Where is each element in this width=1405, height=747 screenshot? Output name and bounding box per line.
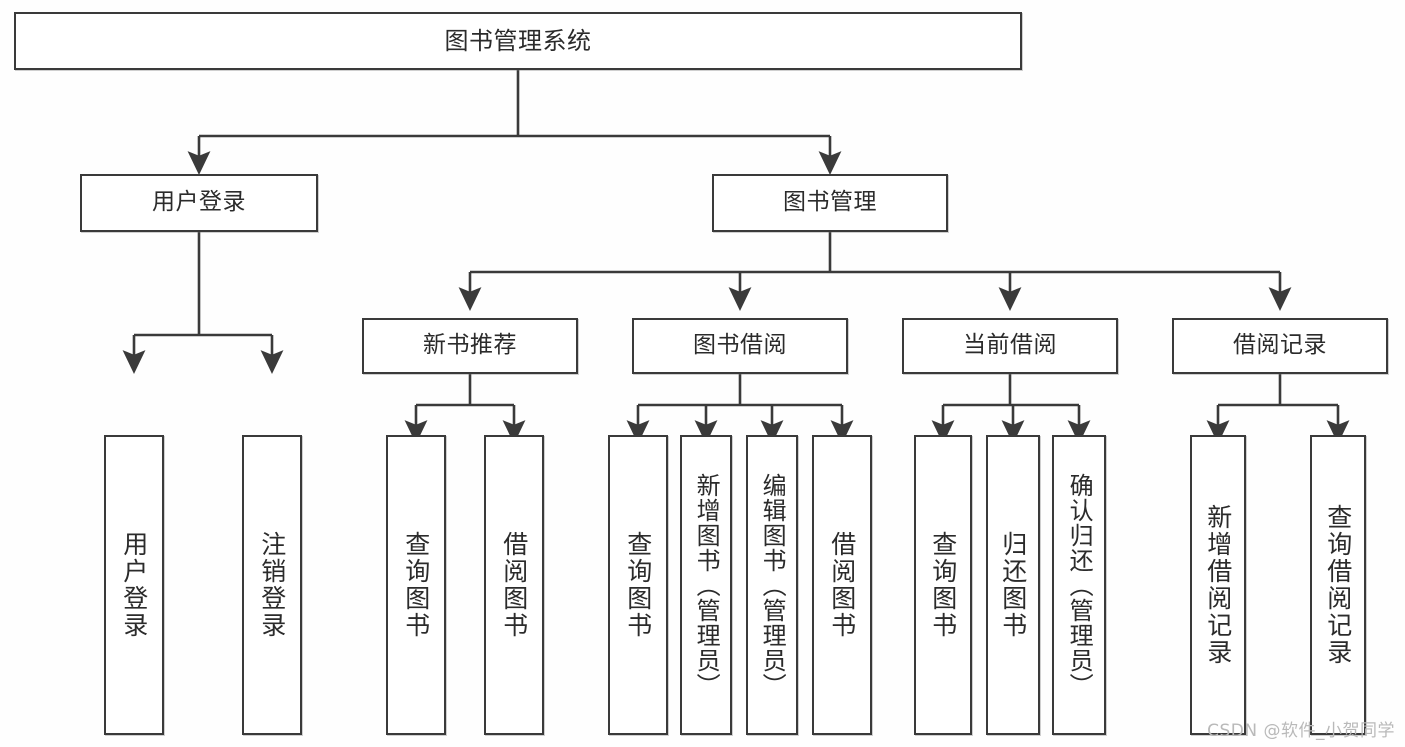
node-label: 确认归还（管理员） xyxy=(1065,472,1094,698)
node-label: 图书借阅 xyxy=(693,332,787,359)
node-label: 当前借阅 xyxy=(963,332,1057,359)
node-leaf-add-book-admin[interactable]: 新增图书（管理员） xyxy=(680,435,732,735)
node-leaf-return-book[interactable]: 归还图书 xyxy=(986,435,1040,735)
node-leaf-confirm-return-admin[interactable]: 确认归还（管理员） xyxy=(1052,435,1106,735)
node-label: 借阅图书 xyxy=(827,531,857,639)
node-label: 图书管理 xyxy=(783,189,877,216)
watermark-text: CSDN @软件_小贺同学 xyxy=(1207,721,1395,741)
node-label: 查询图书 xyxy=(928,531,958,639)
node-leaf-borrow-book[interactable]: 借阅图书 xyxy=(812,435,872,735)
node-leaf-edit-book-admin[interactable]: 编辑图书（管理员） xyxy=(746,435,798,735)
node-book-borrow[interactable]: 图书借阅 xyxy=(632,318,848,374)
node-user-login[interactable]: 用户登录 xyxy=(80,174,318,232)
node-label: 查询图书 xyxy=(401,531,431,639)
node-leaf-user-login[interactable]: 用户登录 xyxy=(104,435,164,735)
node-label: 归还图书 xyxy=(998,531,1028,639)
node-leaf-query-book-current[interactable]: 查询图书 xyxy=(914,435,972,735)
node-label: 图书管理系统 xyxy=(444,26,592,55)
node-label: 新增图书（管理员） xyxy=(692,472,721,698)
node-label: 查询借阅记录 xyxy=(1323,504,1353,666)
node-leaf-query-borrow-record[interactable]: 查询借阅记录 xyxy=(1310,435,1366,735)
node-label: 借阅记录 xyxy=(1233,332,1327,359)
node-leaf-query-book-borrow[interactable]: 查询图书 xyxy=(608,435,668,735)
node-leaf-query-book-recommend[interactable]: 查询图书 xyxy=(386,435,446,735)
node-label: 用户登录 xyxy=(119,531,149,639)
node-current-borrow[interactable]: 当前借阅 xyxy=(902,318,1118,374)
node-label: 查询图书 xyxy=(623,531,653,639)
node-label: 编辑图书（管理员） xyxy=(758,472,787,698)
node-book-management[interactable]: 图书管理 xyxy=(712,174,948,232)
node-label: 借阅图书 xyxy=(499,531,529,639)
node-label: 新书推荐 xyxy=(423,332,517,359)
node-root-book-management-system[interactable]: 图书管理系统 xyxy=(14,12,1022,70)
node-label: 注销登录 xyxy=(257,531,287,639)
node-leaf-user-logout[interactable]: 注销登录 xyxy=(242,435,302,735)
node-new-book-recommend[interactable]: 新书推荐 xyxy=(362,318,578,374)
node-label: 新增借阅记录 xyxy=(1203,504,1233,666)
node-leaf-add-borrow-record[interactable]: 新增借阅记录 xyxy=(1190,435,1246,735)
node-leaf-borrow-book-recommend[interactable]: 借阅图书 xyxy=(484,435,544,735)
node-borrow-record[interactable]: 借阅记录 xyxy=(1172,318,1388,374)
node-label: 用户登录 xyxy=(152,189,246,216)
